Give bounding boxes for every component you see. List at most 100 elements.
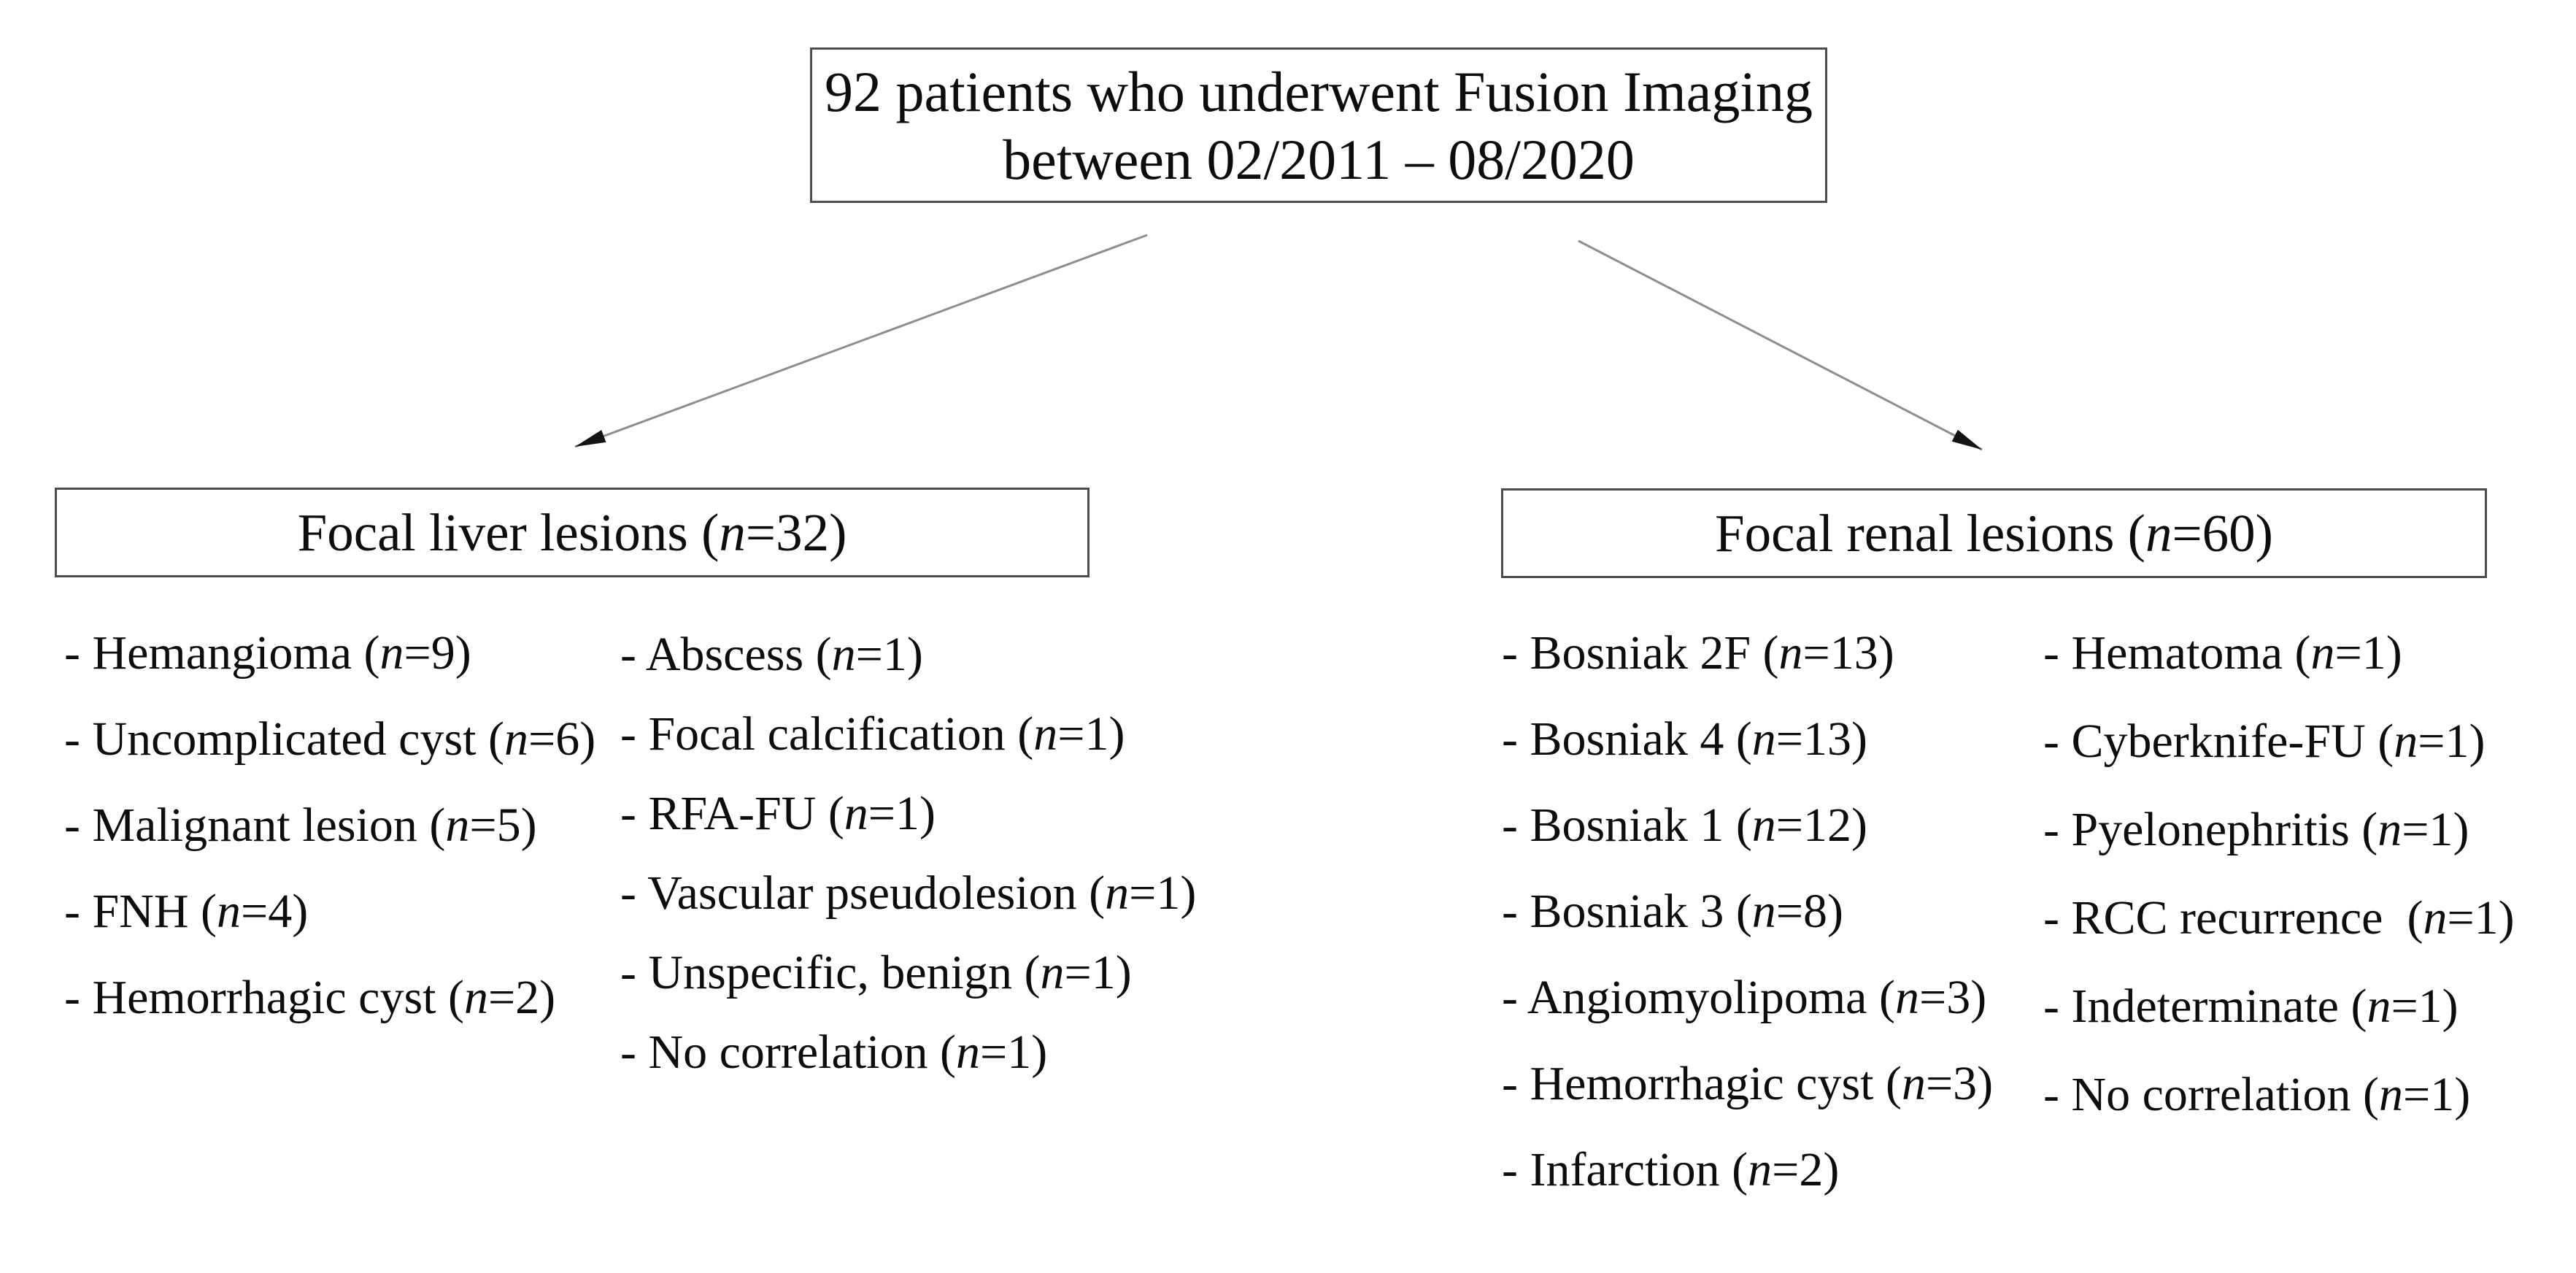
arrow-root-to-liver	[574, 234, 1148, 448]
n-variable: n	[1040, 946, 1065, 999]
root-node-box: 92 patients who underwent Fusion Imaging…	[810, 47, 1827, 203]
item-count: =12)	[1775, 799, 1867, 852]
item-count: =1)	[2447, 891, 2515, 945]
item-count: =1)	[2402, 1068, 2471, 1121]
list-item: - Unspecific, benign (n=1)	[620, 949, 1196, 997]
item-text: - Bosniak 4 (	[1502, 712, 1752, 766]
item-count: =4)	[241, 885, 309, 938]
item-text: - FNH (	[64, 885, 217, 938]
n-variable: n	[445, 799, 470, 852]
list-item: - Uncomplicated cyst (n=6)	[64, 715, 595, 764]
root-node-line1: 92 patients who underwent Fusion Imaging	[825, 59, 1813, 123]
list-item: - Infarction (n=2)	[1502, 1146, 1993, 1194]
liver-lesion-list-col2: - Abscess (n=1)- Focal calcification (n=…	[620, 631, 1196, 1077]
n-variable: n	[2378, 1068, 2403, 1121]
item-text: - No correlation (	[2043, 1068, 2379, 1121]
n-variable: n	[1748, 1143, 1773, 1196]
list-item: - Hematoma (n=1)	[2043, 629, 2515, 677]
liver-node-box: Focal liver lesions (n=32)	[55, 488, 1090, 577]
root-node-line2: between 02/2011 – 08/2020	[1003, 127, 1635, 191]
item-count: =1)	[1129, 866, 1197, 920]
n-variable: n	[1894, 971, 1919, 1024]
item-text: - No correlation (	[620, 1026, 956, 1079]
list-item: - Malignant lesion (n=5)	[64, 801, 595, 850]
item-count: =6)	[528, 712, 596, 766]
n-variable: n	[719, 502, 746, 562]
item-count: =32)	[745, 502, 847, 562]
item-text: - Hemorrhagic cyst (	[64, 971, 464, 1024]
n-variable: n	[1751, 799, 1776, 852]
list-item: - Bosniak 1 (n=12)	[1502, 801, 1993, 850]
list-item: - Pyelonephritis (n=1)	[2043, 806, 2515, 854]
item-count: =5)	[469, 799, 537, 852]
n-variable: n	[2423, 891, 2448, 945]
item-count: =13)	[1775, 712, 1867, 766]
item-count: =9)	[404, 626, 471, 680]
list-item: - RCC recurrence (n=1)	[2043, 894, 2515, 942]
item-count: =1)	[855, 628, 923, 681]
n-variable: n	[955, 1026, 980, 1079]
item-count: =1)	[2418, 715, 2486, 768]
n-variable: n	[463, 971, 488, 1024]
list-item: - Focal calcification (n=1)	[620, 710, 1196, 758]
item-count: =8)	[1775, 885, 1843, 938]
n-variable: n	[844, 787, 868, 840]
arrow-root-to-renal	[1578, 239, 1983, 451]
n-variable: n	[2394, 715, 2418, 768]
item-text: Focal liver lesions (	[297, 502, 720, 562]
n-variable: n	[2378, 803, 2402, 856]
list-item: - Bosniak 2F (n=13)	[1502, 629, 1993, 677]
item-count: =60)	[2172, 503, 2273, 563]
n-variable: n	[217, 885, 241, 938]
item-text: - RFA-FU (	[620, 787, 844, 840]
item-text: - Abscess (	[620, 628, 832, 681]
renal-node-title: Focal renal lesions (n=60)	[1715, 503, 2273, 564]
item-text: - Angiomyolipoma (	[1502, 971, 1895, 1024]
list-item: - Hemorrhagic cyst (n=3)	[1502, 1060, 1993, 1108]
item-text: - Unspecific, benign (	[620, 946, 1041, 999]
n-variable: n	[1778, 626, 1803, 680]
n-variable: n	[504, 712, 528, 766]
item-count: =1)	[2402, 803, 2469, 856]
item-count: =1)	[2391, 980, 2459, 1033]
n-variable: n	[831, 628, 856, 681]
list-item: - FNH (n=4)	[64, 888, 595, 936]
item-text: - Bosniak 1 (	[1502, 799, 1752, 852]
item-text: Focal renal lesions (	[1715, 503, 2145, 563]
item-text: - Focal calcification (	[620, 707, 1034, 761]
item-text: - Bosniak 3 (	[1502, 885, 1752, 938]
list-item: - No correlation (n=1)	[2043, 1071, 2515, 1119]
n-variable: n	[2367, 980, 2391, 1033]
renal-lesion-list-col1: - Bosniak 2F (n=13)- Bosniak 4 (n=13)- B…	[1502, 629, 1993, 1194]
item-text: - Vascular pseudolesion (	[620, 866, 1106, 920]
item-count: =13)	[1802, 626, 1894, 680]
renal-lesion-list-col2: - Hematoma (n=1)- Cyberknife-FU (n=1)- P…	[2043, 629, 2515, 1119]
liver-node-title: Focal liver lesions (n=32)	[298, 502, 847, 564]
list-item: - Angiomyolipoma (n=3)	[1502, 974, 1993, 1022]
n-variable: n	[1751, 885, 1776, 938]
item-count: =2)	[487, 971, 556, 1024]
item-count: =3)	[1918, 971, 1987, 1024]
item-text: - Hemangioma (	[64, 626, 380, 680]
n-variable: n	[2310, 626, 2335, 680]
item-text: - Infarction (	[1502, 1143, 1748, 1196]
item-text: - Malignant lesion (	[64, 799, 446, 852]
item-text: - Pyelonephritis (	[2043, 803, 2378, 856]
item-count: =1)	[2334, 626, 2402, 680]
list-item: - Abscess (n=1)	[620, 631, 1196, 679]
n-variable: n	[1033, 707, 1058, 761]
item-text: - Bosniak 2F (	[1502, 626, 1779, 680]
renal-node-box: Focal renal lesions (n=60)	[1501, 488, 2487, 578]
liver-lesion-list-col1: - Hemangioma (n=9)- Uncomplicated cyst (…	[64, 629, 595, 1022]
item-text: - Hemorrhagic cyst (	[1502, 1057, 1902, 1110]
item-text: - Uncomplicated cyst (	[64, 712, 504, 766]
item-count: =3)	[1925, 1057, 1994, 1110]
list-item: - Hemangioma (n=9)	[64, 629, 595, 677]
item-text: - Cyberknife-FU (	[2043, 715, 2394, 768]
item-text: - Indeterminate (	[2043, 980, 2367, 1033]
list-item: - No correlation (n=1)	[620, 1028, 1196, 1077]
list-item: - RFA-FU (n=1)	[620, 790, 1196, 838]
list-item: - Bosniak 4 (n=13)	[1502, 715, 1993, 764]
